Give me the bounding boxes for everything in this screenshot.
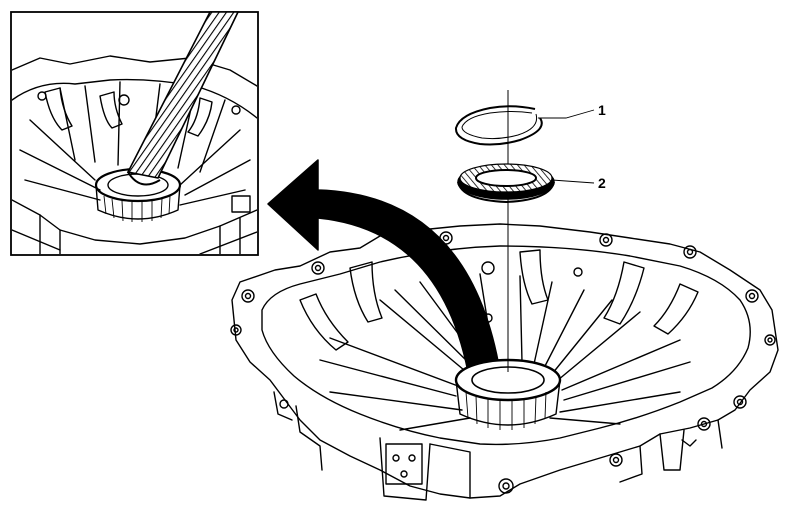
inset-detail-view	[10, 11, 259, 256]
seal	[457, 163, 555, 204]
callout-number-2: 2	[598, 175, 606, 191]
seal-remover-tool	[126, 11, 240, 186]
snap-ring	[454, 105, 543, 146]
direction-arrow	[267, 159, 501, 373]
transmission-case	[230, 223, 779, 501]
leader-line-1	[538, 109, 595, 119]
exploded-parts	[454, 90, 595, 372]
leader-line-2	[551, 179, 595, 184]
callout-number-1: 1	[598, 102, 606, 118]
bearing-hub	[454, 358, 562, 430]
